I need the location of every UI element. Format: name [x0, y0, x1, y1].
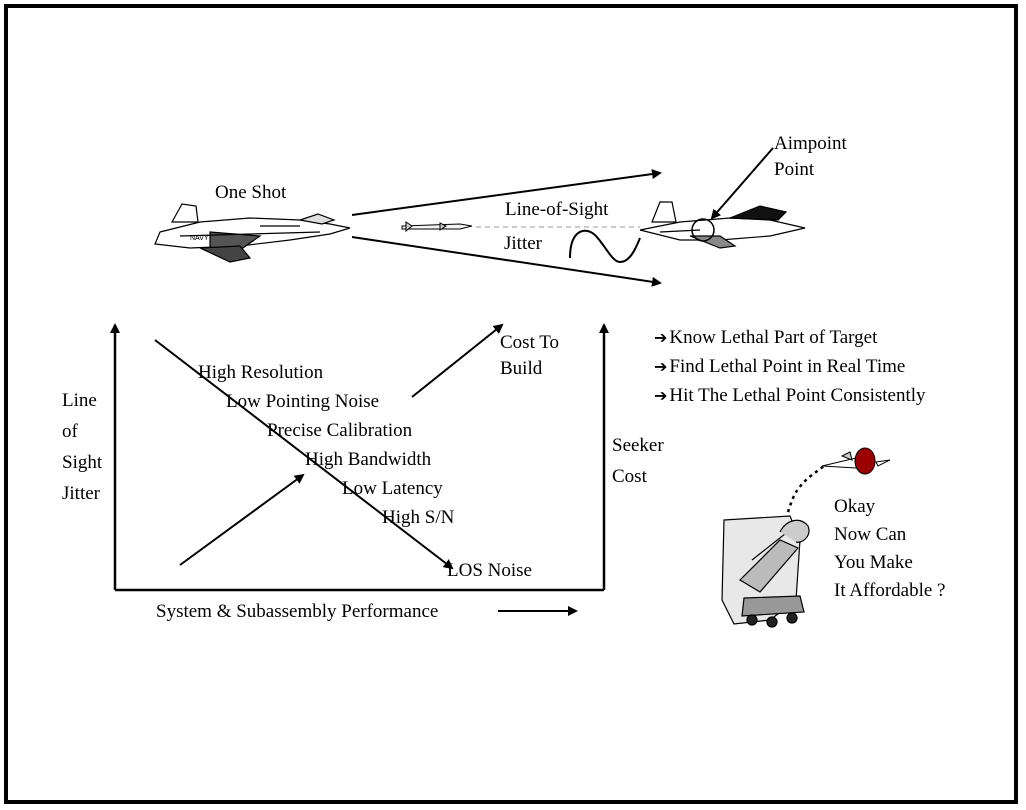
- missile-icon: [401, 221, 473, 233]
- cost-to-build-label: Cost To Build: [500, 330, 559, 382]
- aimpoint-label: Aimpoint: [774, 133, 847, 154]
- point-label: Point: [774, 159, 815, 180]
- driver-5: High S/N: [382, 507, 455, 528]
- target-hit-icon: [854, 447, 876, 475]
- driver-3: High Bandwidth: [305, 449, 432, 470]
- slide-frame: [4, 4, 1018, 804]
- line-of-sight-jitter-axis-label: Line of Sight Jitter: [62, 385, 102, 509]
- target-jet-icon: [639, 201, 806, 249]
- question-line-0: Okay: [834, 496, 876, 517]
- cone-lower-arrow: [351, 236, 662, 287]
- bullet-item: ➔Know Lethal Part of Target: [654, 324, 926, 353]
- x-axis-label: System & Subassembly Performance: [156, 601, 439, 622]
- jitter-squiggle: [569, 229, 641, 264]
- fighter-jet-icon: NAVY: [154, 203, 351, 263]
- bullet-text-0: Know Lethal Part of Target: [669, 327, 878, 348]
- one-shot-label: One Shot: [215, 182, 287, 203]
- intercept-trail: [786, 465, 825, 513]
- question-line-2: You Make: [834, 552, 913, 573]
- aimpoint-circle: [691, 218, 715, 242]
- line-of-sight-label: Line-of-Sight: [505, 199, 609, 220]
- performance-arrow: [179, 473, 305, 566]
- question-line-1: Now Can: [834, 524, 907, 545]
- cost-to-build-line-1: Build: [500, 358, 543, 379]
- cone-upper-arrow: [351, 169, 662, 216]
- los-noise-arrow: [154, 339, 454, 570]
- bullet-text-1: Find Lethal Point in Real Time: [669, 356, 906, 377]
- seeker-cost-line-0: Seeker: [612, 435, 664, 456]
- driver-0: High Resolution: [198, 362, 324, 383]
- axis-line-2: Sight: [62, 452, 103, 473]
- bullet-item: ➔Hit The Lethal Point Consistently: [654, 382, 926, 411]
- affordability-question: Okay Now Can You Make It Affordable ?: [834, 493, 946, 605]
- seeker-cost-line-1: Cost: [612, 466, 647, 487]
- cost-to-build-arrow: [411, 323, 504, 398]
- cost-to-build-line-0: Cost To: [500, 332, 560, 353]
- question-line-3: It Affordable ?: [834, 580, 946, 601]
- seeker-cost-label: Seeker Cost: [612, 430, 664, 492]
- axis-line-3: Jitter: [62, 483, 100, 504]
- jitter-label: Jitter: [504, 233, 542, 254]
- axis-line-1: of: [62, 421, 78, 442]
- bullet-item: ➔Find Lethal Point in Real Time: [654, 353, 926, 382]
- arrow-bullet-icon: ➔: [654, 388, 668, 405]
- bullet-text-2: Hit The Lethal Point Consistently: [669, 385, 926, 406]
- driver-4: Low Latency: [342, 478, 443, 499]
- bullet-list: ➔Know Lethal Part of Target ➔Find Lethal…: [654, 324, 926, 411]
- target-tail-icon: [875, 459, 891, 467]
- aimpoint-arrow: [710, 147, 774, 220]
- svg-text:NAVY: NAVY: [190, 235, 209, 242]
- arrow-bullet-icon: ➔: [654, 359, 668, 376]
- arrow-bullet-icon: ➔: [654, 330, 668, 347]
- driver-1: Low Pointing Noise: [226, 391, 380, 412]
- axis-line-0: Line: [62, 390, 97, 411]
- los-noise-label: LOS Noise: [447, 560, 532, 581]
- driver-2: Precise Calibration: [267, 420, 413, 441]
- missile-launcher-icon: [721, 515, 810, 628]
